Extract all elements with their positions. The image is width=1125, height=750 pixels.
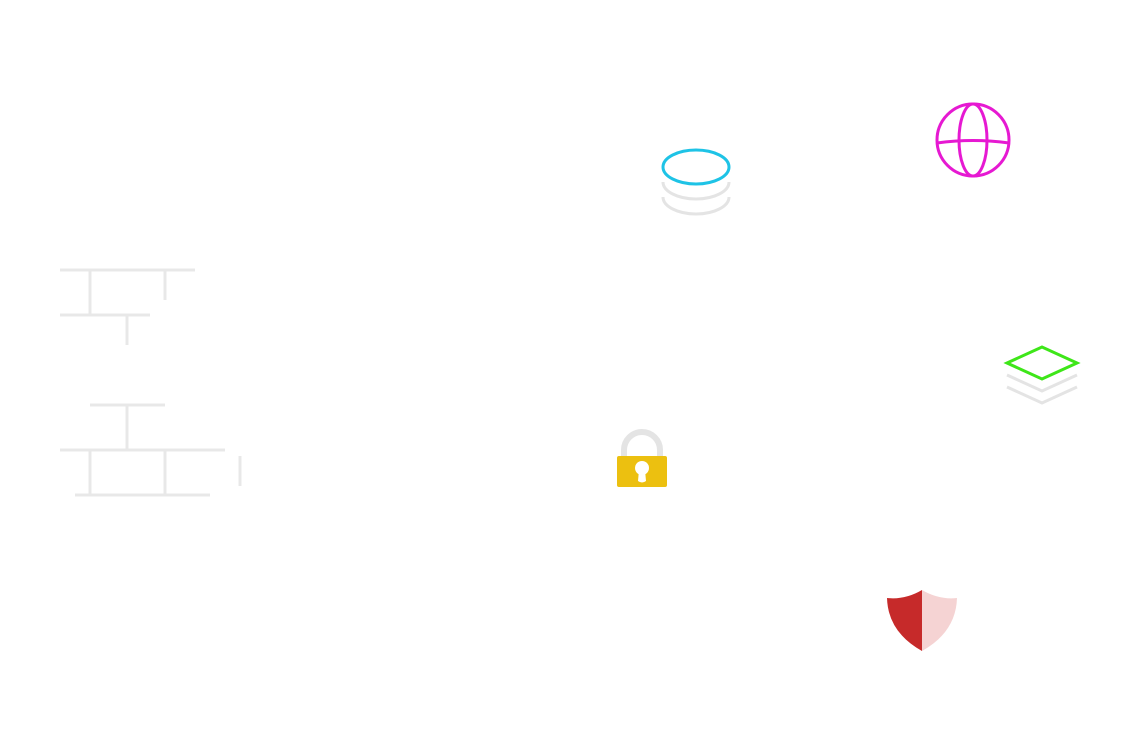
globe-icon	[935, 102, 1011, 178]
brick-wall-icon	[60, 268, 242, 497]
database-coin-icon	[661, 148, 731, 216]
padlock-icon	[617, 429, 667, 487]
layers-icon	[1003, 345, 1081, 405]
shield-icon	[887, 590, 957, 651]
